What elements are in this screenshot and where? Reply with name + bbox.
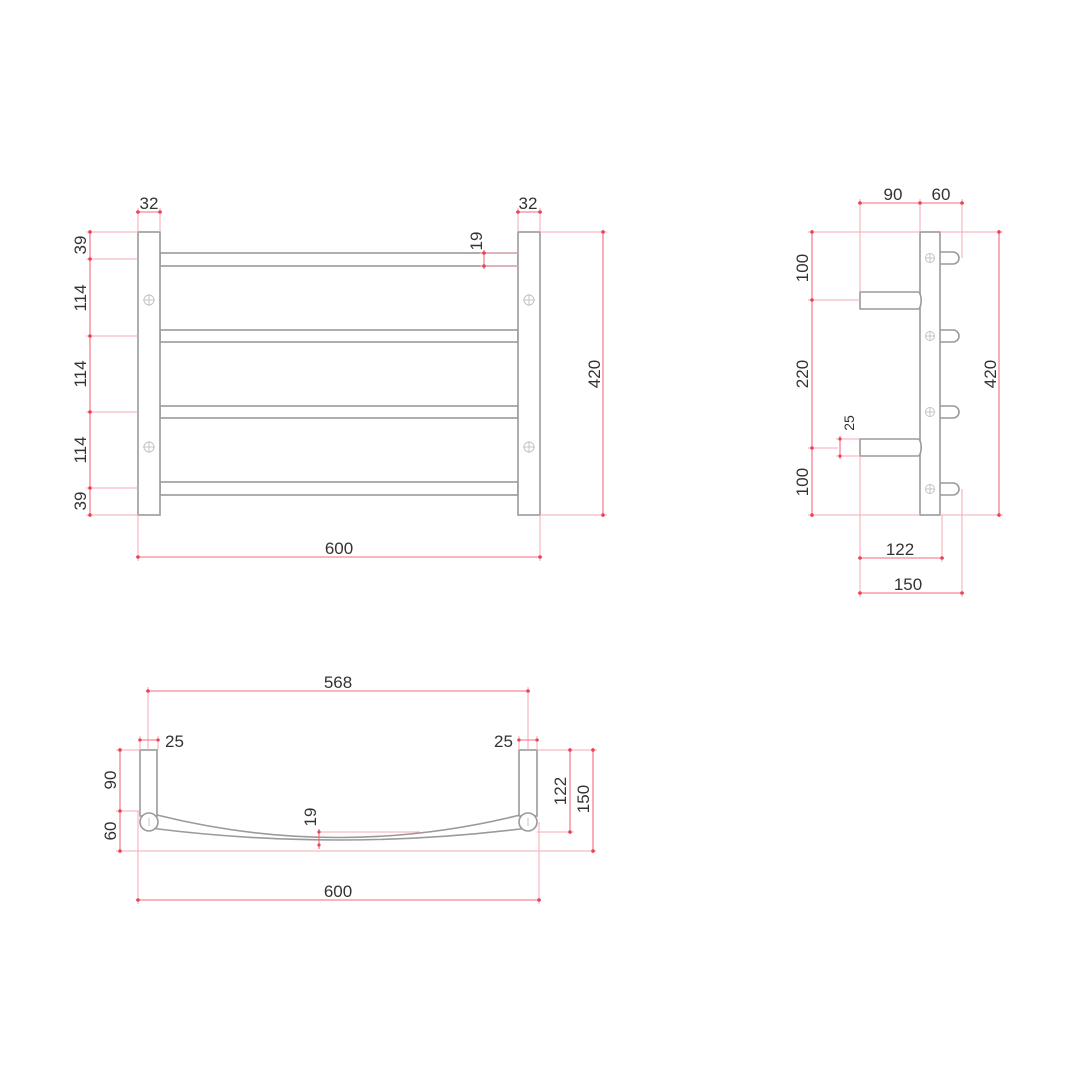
upper-arm xyxy=(859,291,922,310)
wall-plate xyxy=(919,231,941,516)
dim-post-width-left: 32 xyxy=(140,194,159,213)
dim-top-offset: 39 xyxy=(71,236,90,255)
top-view: 568 25 25 90 60 19 122 150 xyxy=(101,673,597,904)
left-post xyxy=(137,231,161,516)
dim-depth-to-plate: 122 xyxy=(886,540,914,559)
curved-bar-inner xyxy=(149,827,529,841)
front-bars xyxy=(159,252,519,496)
bar-3 xyxy=(159,405,519,419)
dim-arm-depth: 90 xyxy=(884,185,903,204)
bar-4 xyxy=(159,481,519,496)
dim-bar-diameter: 19 xyxy=(467,232,486,251)
dim-overall-height: 420 xyxy=(585,360,604,388)
dim-post-left-width: 25 xyxy=(165,732,184,751)
dim-bar-offset: 60 xyxy=(101,822,120,841)
top-left-post xyxy=(139,749,158,817)
dim-side-overall-height: 420 xyxy=(981,360,1000,388)
dim-top-overall-width: 600 xyxy=(324,882,352,901)
top-right-post xyxy=(518,749,538,817)
dim-top-overall-depth: 150 xyxy=(574,785,593,813)
bar-2 xyxy=(159,329,519,343)
bar-1 xyxy=(159,252,519,267)
dim-overall-width: 600 xyxy=(325,539,353,558)
dim-arm-length: 90 xyxy=(101,771,120,790)
dim-inner-span: 568 xyxy=(324,673,352,692)
dim-bottom-offset: 39 xyxy=(71,492,90,511)
dim-arm-thickness: 25 xyxy=(841,415,857,431)
dim-spacing-2: 114 xyxy=(71,360,90,387)
dim-spacing-1: 114 xyxy=(71,284,90,311)
dim-depth-to-bar: 122 xyxy=(551,777,570,805)
front-view: 32 32 19 39 114 114 114 39 420 xyxy=(71,194,607,561)
mount-screw-icon xyxy=(925,253,935,494)
dim-top-to-arm: 100 xyxy=(793,254,812,282)
lower-arm xyxy=(859,438,922,457)
dim-post-right-width: 25 xyxy=(494,732,513,751)
dim-post-width-right: 32 xyxy=(519,194,538,213)
dim-arm-to-bottom: 100 xyxy=(793,468,812,496)
hooks xyxy=(940,251,960,496)
side-view: 90 60 100 220 100 25 420 122 150 xyxy=(793,185,1003,597)
mount-screw-icon xyxy=(143,294,535,453)
right-post xyxy=(517,231,541,516)
mount-screw-icon xyxy=(148,818,529,826)
curved-bar-outer xyxy=(156,814,521,839)
dim-overall-depth: 150 xyxy=(894,575,922,594)
dim-top-bar-diameter: 19 xyxy=(301,808,320,827)
dim-arm-spacing: 220 xyxy=(793,360,812,388)
dim-spacing-3: 114 xyxy=(71,436,90,463)
dim-hook-depth: 60 xyxy=(932,185,951,204)
